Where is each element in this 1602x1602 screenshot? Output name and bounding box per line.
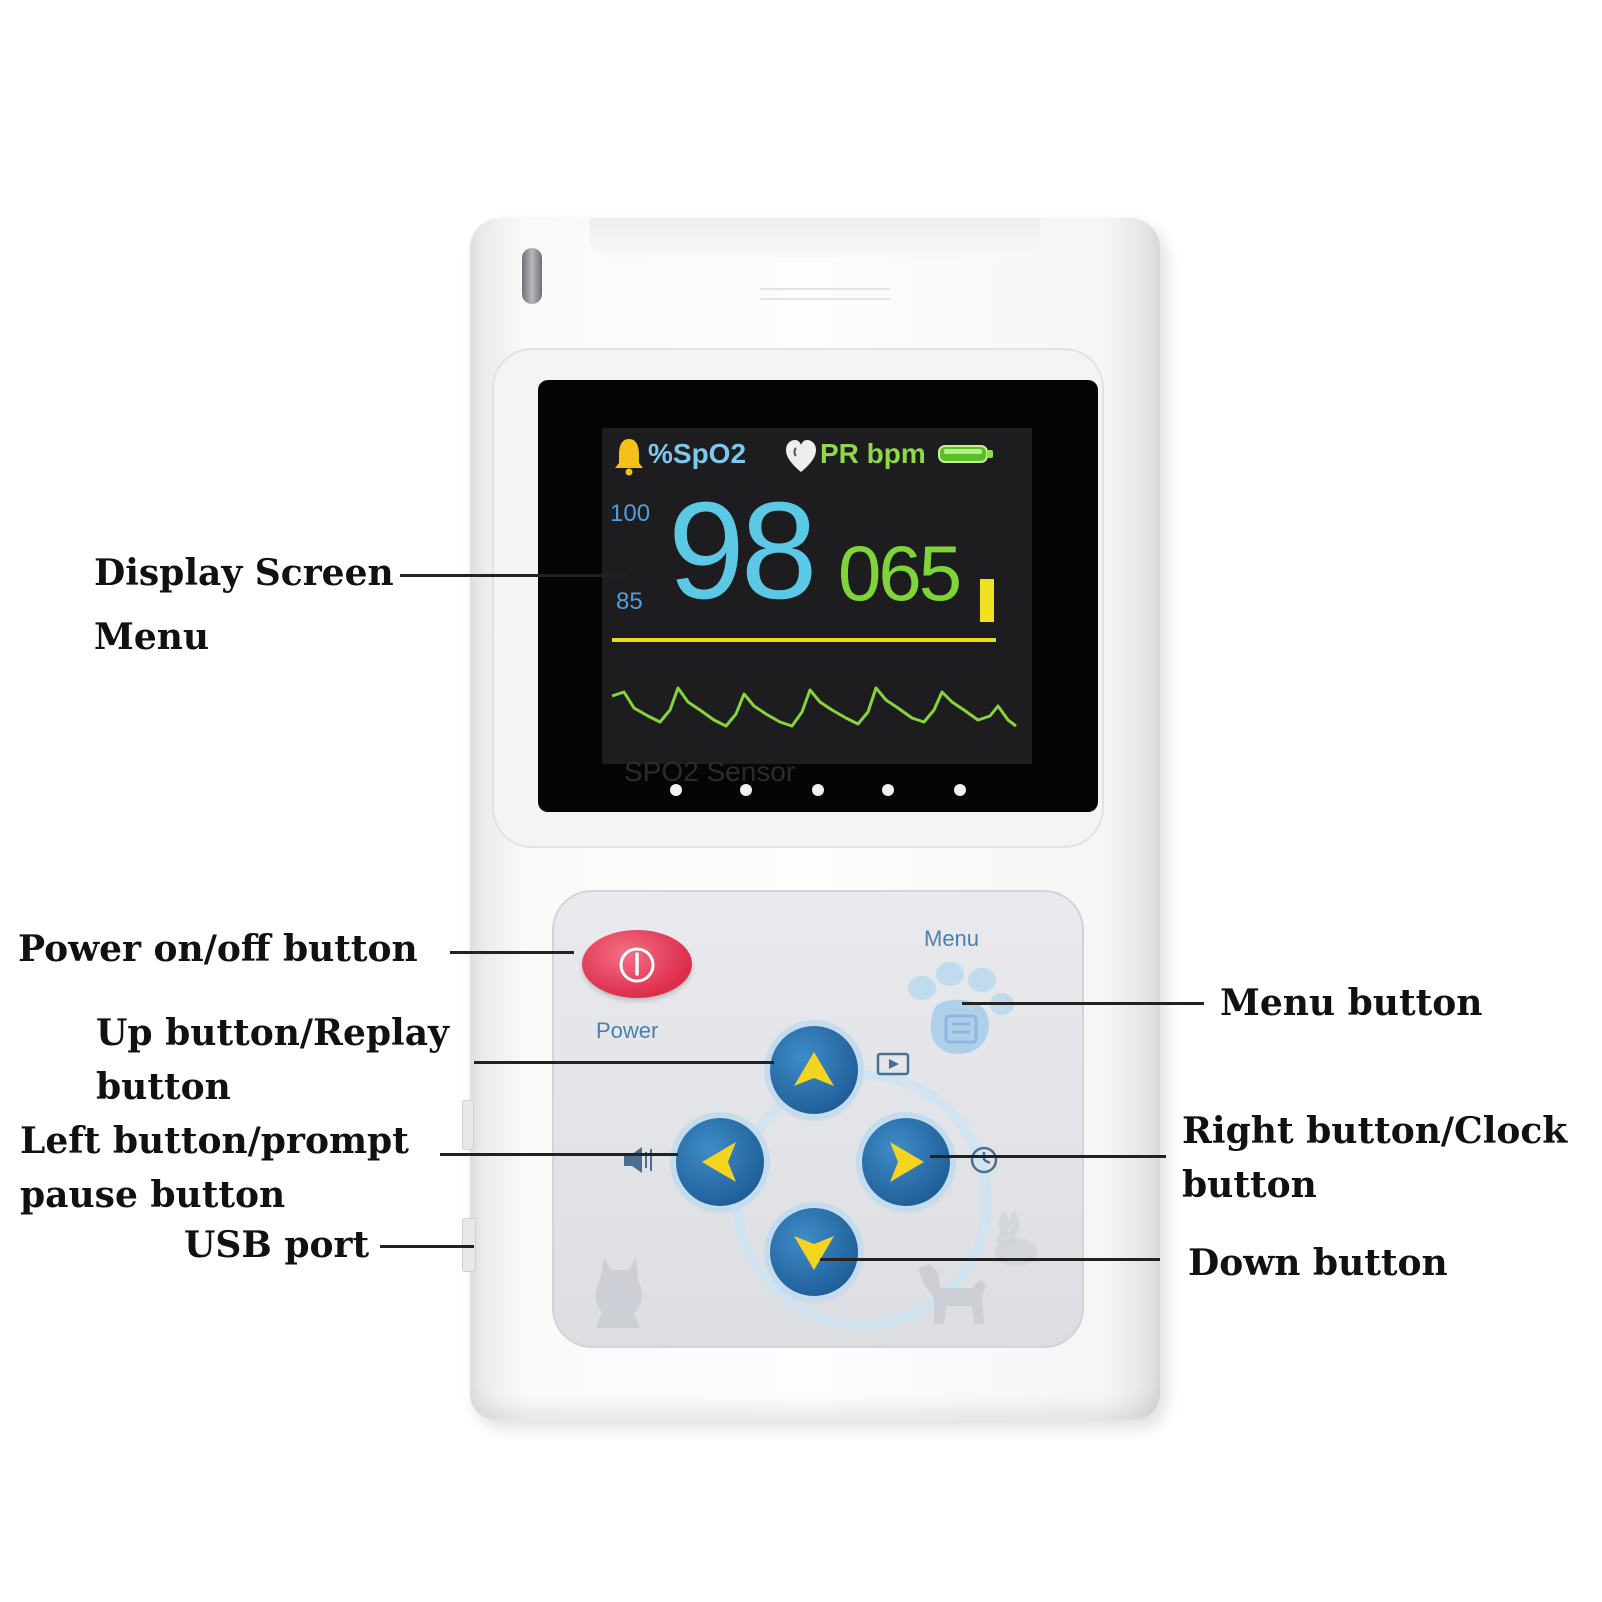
display-screen: %SpO2 PR bpm 100 85 98 065 SPO2 Sensor	[538, 380, 1098, 812]
callout-menu-button: Menu button	[1220, 982, 1483, 1024]
right-arrow-icon	[890, 1142, 924, 1182]
callout-up-line1: Up button/Replay	[96, 1012, 449, 1054]
leader-right	[930, 1155, 1166, 1158]
spo2-label: %SpO2	[648, 438, 747, 469]
indicator-dot	[670, 784, 682, 796]
down-button[interactable]	[770, 1208, 858, 1296]
lcd-panel: %SpO2 PR bpm 100 85 98 065	[602, 428, 1032, 764]
sensor-imprint: SPO2 Sensor	[624, 756, 796, 787]
battery-icon	[938, 445, 993, 463]
indicator-dot	[740, 784, 752, 796]
left-arrow-icon	[702, 1142, 736, 1182]
left-button[interactable]	[676, 1118, 764, 1206]
power-button-label: Power	[596, 1018, 659, 1043]
indicator-dot	[812, 784, 824, 796]
callout-down: Down button	[1188, 1242, 1448, 1284]
leader-menu	[962, 1002, 1204, 1005]
menu-pawprint-icon[interactable]	[898, 960, 1018, 1060]
leader-down	[820, 1258, 1160, 1261]
callout-up-line2: button	[96, 1066, 231, 1108]
leader-usb	[380, 1245, 474, 1248]
pr-label: PR bpm	[820, 438, 926, 469]
callout-display-screen: Display Screen	[94, 552, 394, 594]
clock-icon	[970, 1146, 998, 1174]
callout-power: Power on/off button	[18, 928, 418, 970]
callout-usb: USB port	[184, 1224, 370, 1266]
speaker-icon	[624, 1147, 652, 1173]
menu-button-label: Menu	[924, 926, 980, 951]
down-arrow-icon	[794, 1236, 834, 1270]
pleth-waveform	[611, 686, 1017, 728]
device-top-edge	[590, 218, 1040, 258]
status-led	[522, 248, 542, 304]
speaker-grille	[760, 288, 890, 300]
side-button	[462, 1100, 474, 1150]
up-arrow-icon	[794, 1052, 834, 1086]
leader-display-screen	[400, 574, 626, 577]
spo2-value: 98	[668, 474, 817, 628]
pr-value: 065	[838, 529, 962, 617]
leader-up	[474, 1061, 774, 1064]
leader-power	[450, 951, 574, 954]
callout-right-line2: button	[1182, 1164, 1317, 1206]
pulse-strength-track	[980, 536, 994, 622]
dog-icon	[918, 1264, 986, 1324]
callout-left-line1: Left button/prompt	[20, 1120, 409, 1162]
indicator-dot	[954, 784, 966, 796]
callout-menu: Menu	[94, 616, 210, 658]
bell-icon	[615, 439, 643, 476]
play-icon	[876, 1052, 910, 1076]
alarm-high-limit: 100	[610, 500, 651, 527]
pulse-strength-bar	[980, 579, 994, 622]
heart-icon	[786, 440, 816, 472]
callout-right-line1: Right button/Clock	[1182, 1110, 1568, 1152]
alarm-low-limit: 85	[616, 588, 643, 615]
display-separator	[612, 638, 996, 642]
cat-icon	[595, 1258, 642, 1328]
up-button[interactable]	[770, 1026, 858, 1114]
right-button[interactable]	[862, 1118, 950, 1206]
indicator-dot	[882, 784, 894, 796]
power-icon	[619, 947, 655, 983]
callout-left-line2: pause button	[20, 1174, 286, 1216]
leader-left	[440, 1153, 678, 1156]
power-button[interactable]	[582, 930, 692, 998]
